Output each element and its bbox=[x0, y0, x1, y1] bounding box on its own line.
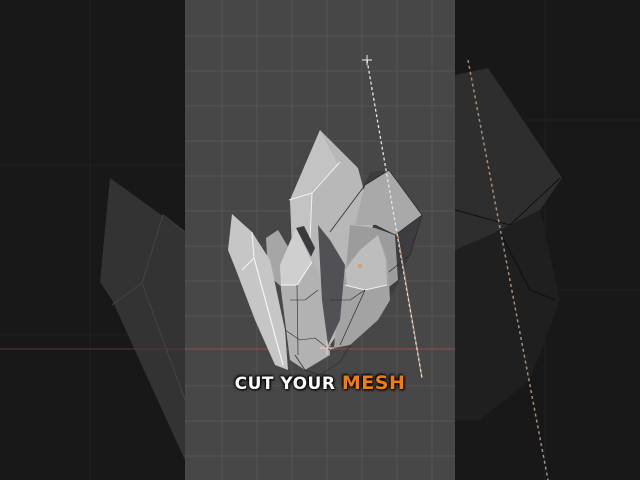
caption-accent-text: MESH bbox=[341, 372, 406, 394]
caption-text: CUT YOUR bbox=[234, 374, 336, 394]
3d-cursor-icon bbox=[320, 341, 334, 355]
origin-point bbox=[357, 263, 362, 268]
crystal-mesh bbox=[228, 130, 423, 376]
knife-cut-line bbox=[366, 59, 423, 379]
crosshair-cursor-icon bbox=[362, 55, 372, 65]
viewport-canvas bbox=[185, 0, 455, 480]
3d-viewport[interactable] bbox=[185, 0, 455, 480]
ghost-crystal-right bbox=[454, 59, 562, 480]
video-caption: CUT YOUR MESH bbox=[0, 372, 640, 394]
ghost-crystal-left bbox=[100, 178, 186, 460]
